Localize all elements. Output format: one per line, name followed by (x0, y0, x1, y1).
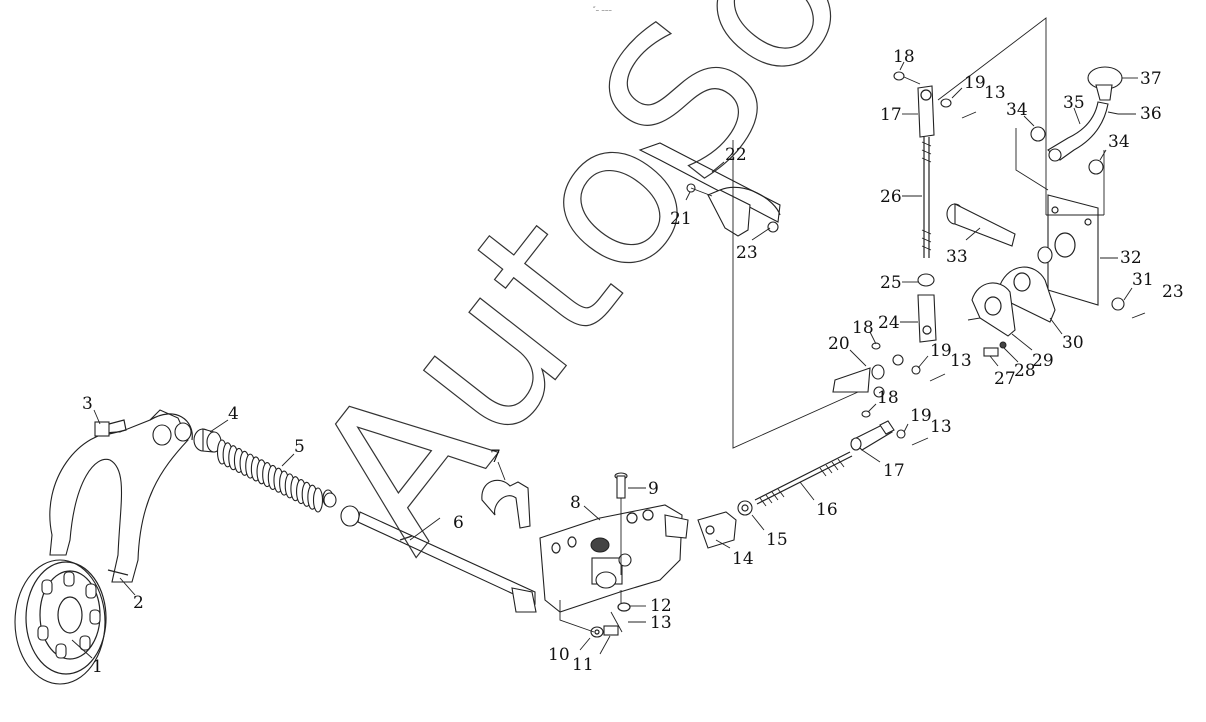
part-15-nut (737, 500, 753, 516)
callout-10: 10 (548, 645, 570, 665)
callout-13-d: 13 (930, 417, 952, 437)
part-31-washer (1111, 297, 1146, 319)
callout-13-a: 13 (650, 613, 672, 633)
callout-20: 20 (828, 334, 850, 354)
part-3-bolt (94, 419, 127, 437)
callout-21: 21 (670, 209, 692, 229)
part-30-plate (999, 266, 1056, 323)
part-27-28-screw (983, 341, 1007, 357)
callouts: 1 2 3 4 5 6 7 8 9 10 11 12 13 (71, 47, 1184, 677)
callout-17-b: 17 (883, 461, 905, 481)
callout-15: 15 (766, 530, 788, 550)
part-4-bushing (193, 428, 222, 453)
callout-12: 12 (650, 596, 672, 616)
watermark-text: AutoSoft (269, 0, 981, 588)
part-34-bushings (1030, 126, 1104, 175)
part-26-upper-rod (921, 137, 932, 258)
callout-33: 33 (946, 247, 968, 267)
callout-6: 6 (453, 513, 464, 533)
part-22-bracket (638, 142, 781, 237)
part-36-pin (1107, 111, 1119, 115)
callout-18-a: 18 (893, 47, 915, 67)
callout-7: 7 (490, 447, 501, 467)
callout-23-a: 23 (736, 243, 758, 263)
callout-34-a: 34 (1006, 100, 1028, 120)
callout-19-c: 19 (910, 406, 932, 426)
part-6-pedal-lever (323, 492, 537, 613)
part-20-bracket-plate (832, 342, 946, 398)
callout-24: 24 (878, 313, 900, 333)
callout-23-b: 23 (1162, 282, 1184, 302)
callout-17-a: 17 (880, 105, 902, 125)
part-10-11-12-fasteners (590, 590, 631, 638)
part-37-knob (1087, 66, 1123, 101)
callout-36: 36 (1140, 104, 1162, 124)
callout-2: 2 (133, 593, 144, 613)
part-5-spring (216, 439, 334, 513)
callout-9: 9 (648, 479, 659, 499)
callout-16: 16 (816, 500, 838, 520)
callout-28: 28 (1014, 361, 1036, 381)
callout-3: 3 (82, 394, 93, 414)
spring-coil (312, 487, 324, 513)
part-7-bracket (481, 479, 531, 529)
callout-18-b: 18 (852, 318, 874, 338)
callout-26: 26 (880, 187, 902, 207)
callout-25: 25 (880, 273, 902, 293)
callout-19-b: 19 (930, 341, 952, 361)
callout-14: 14 (732, 549, 754, 569)
callout-18-c: 18 (877, 388, 899, 408)
callout-5: 5 (294, 437, 305, 457)
part-33-shaft (946, 203, 1053, 264)
part-25-nut (917, 273, 935, 287)
callout-34-b: 34 (1108, 132, 1130, 152)
part-29-plate (967, 282, 1016, 337)
callout-37: 37 (1140, 69, 1162, 89)
part-2-clutch-fork (49, 409, 193, 583)
callout-13-c: 13 (950, 351, 972, 371)
callout-4: 4 (228, 404, 239, 424)
callout-35: 35 (1063, 93, 1085, 113)
part-16-threaded-rod (754, 451, 853, 507)
part-32-mounting-plate (1047, 194, 1099, 306)
callout-11: 11 (572, 655, 594, 675)
callout-19-a: 19 (964, 73, 986, 93)
callout-32: 32 (1120, 248, 1142, 268)
part-24-rod-end (917, 294, 937, 343)
callout-22: 22 (725, 145, 747, 165)
part-35-lever (1047, 101, 1109, 162)
autosoft-watermark: AutoSoft (269, 0, 983, 589)
part-9-pin (614, 472, 628, 575)
callout-30: 30 (1062, 333, 1084, 353)
callout-8: 8 (570, 493, 581, 513)
part-1-clutch-disc (14, 559, 107, 685)
part-8-housing (539, 504, 689, 613)
callout-1: 1 (92, 657, 103, 677)
callout-31: 31 (1132, 270, 1154, 290)
top-mark: ″– ––– (593, 6, 612, 14)
callout-27: 27 (994, 369, 1016, 389)
part-14-clevis (697, 511, 737, 549)
part-17-rod-end-lower (850, 410, 929, 451)
callout-13-b: 13 (984, 83, 1006, 103)
callout-29: 29 (1032, 351, 1054, 371)
assembly-reference-lines (559, 17, 1105, 633)
part-17-rod-end-upper (893, 71, 977, 138)
